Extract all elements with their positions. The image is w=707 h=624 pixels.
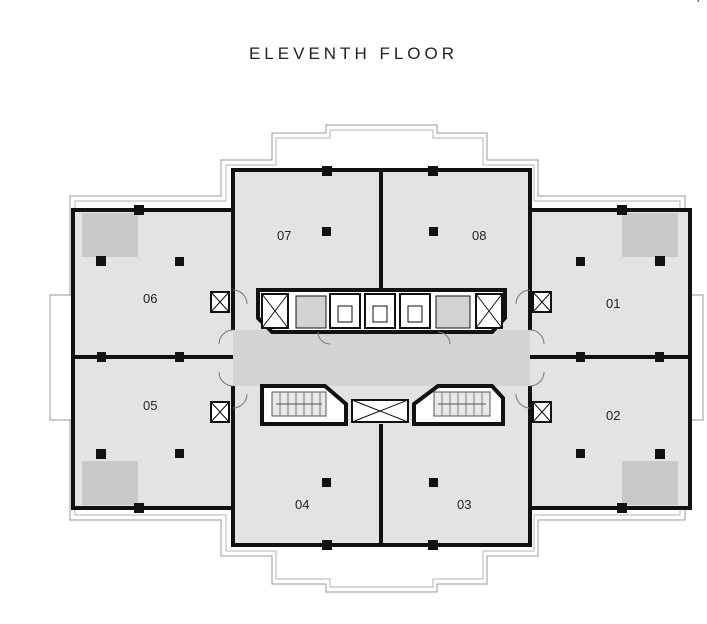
stair-west: [260, 384, 348, 426]
balcony-sw: [82, 461, 138, 505]
balcony-ne: [622, 213, 678, 257]
central-corridor: [233, 330, 530, 386]
columns: [96, 166, 665, 550]
central-shaft: [351, 399, 409, 423]
unit-label-03: 03: [457, 497, 471, 512]
balcony-nw: [82, 213, 138, 257]
stair-east: [412, 384, 505, 426]
door-swings: [218, 289, 545, 409]
elevator-core: [256, 288, 507, 334]
left-bay-outline: [49, 294, 73, 421]
unit-label-04: 04: [295, 497, 309, 512]
unit-label-08: 08: [472, 228, 486, 243]
unit-label-07: 07: [277, 228, 291, 243]
balcony-outline-inner: [74, 129, 681, 588]
unit-label-01: 01: [606, 296, 620, 311]
unit-label-05: 05: [143, 398, 157, 413]
unit-label-06: 06: [143, 291, 157, 306]
floor-title: ELEVENTH FLOOR: [248, 44, 459, 63]
corner-mark: F: [697, 0, 703, 5]
duct-east-lower: [532, 401, 552, 423]
duct-east-upper: [532, 291, 552, 313]
duct-west-lower: [210, 401, 230, 423]
balcony-se: [622, 461, 678, 505]
duct-west-upper: [210, 291, 230, 313]
unit-label-02: 02: [606, 408, 620, 423]
